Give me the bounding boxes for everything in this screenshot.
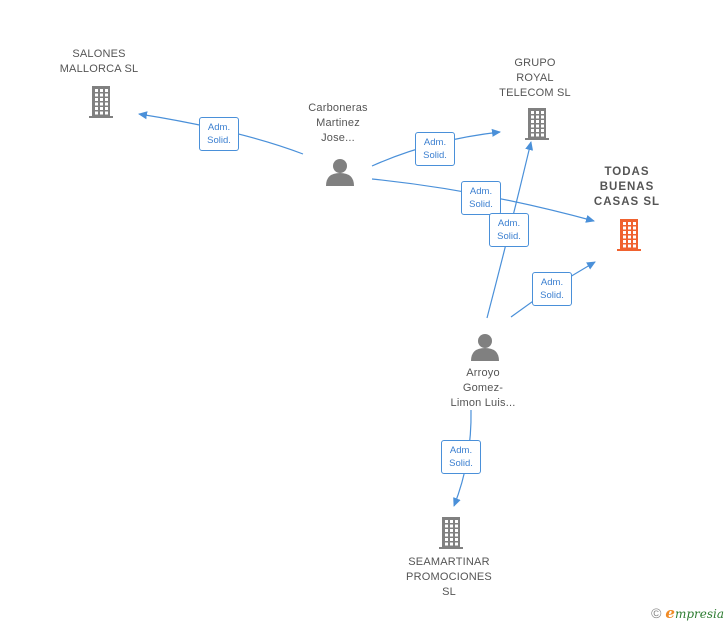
edge-label-arroyo-to-seamartinar[interactable]: Adm. Solid. bbox=[441, 440, 481, 474]
building-icon[interactable] bbox=[439, 517, 463, 549]
brand-logo: empresia bbox=[665, 604, 724, 622]
edge-label-arroyo-to-grupo[interactable]: Adm. Solid. bbox=[489, 213, 529, 247]
edge-label-carboneras-to-grupo[interactable]: Adm. Solid. bbox=[415, 132, 455, 166]
node-label-grupo[interactable]: GRUPO ROYAL TELECOM SL bbox=[499, 56, 571, 99]
node-label-arroyo[interactable]: Arroyo Gomez- Limon Luis... bbox=[450, 366, 516, 409]
node-label-todas[interactable]: TODAS BUENAS CASAS SL bbox=[593, 165, 661, 208]
building-icon[interactable] bbox=[89, 86, 113, 118]
building-icon[interactable] bbox=[525, 108, 549, 140]
person-icon[interactable] bbox=[471, 334, 499, 361]
edge-label-carboneras-to-todas[interactable]: Adm. Solid. bbox=[461, 181, 501, 215]
edge-label-carboneras-to-salones[interactable]: Adm. Solid. bbox=[199, 117, 239, 151]
edge-label-arroyo-to-todas[interactable]: Adm. Solid. bbox=[532, 272, 572, 306]
node-label-salones[interactable]: SALONES MALLORCA SL bbox=[59, 48, 139, 75]
footer: © empresia bbox=[651, 604, 724, 622]
copyright-icon: © bbox=[651, 605, 662, 621]
node-label-seamartinar[interactable]: SEAMARTINAR PROMOCIONES SL bbox=[406, 555, 492, 598]
building-icon[interactable] bbox=[617, 219, 641, 251]
node-label-carboneras[interactable]: Carboneras Martinez Jose... bbox=[308, 101, 368, 144]
person-icon[interactable] bbox=[326, 159, 354, 186]
